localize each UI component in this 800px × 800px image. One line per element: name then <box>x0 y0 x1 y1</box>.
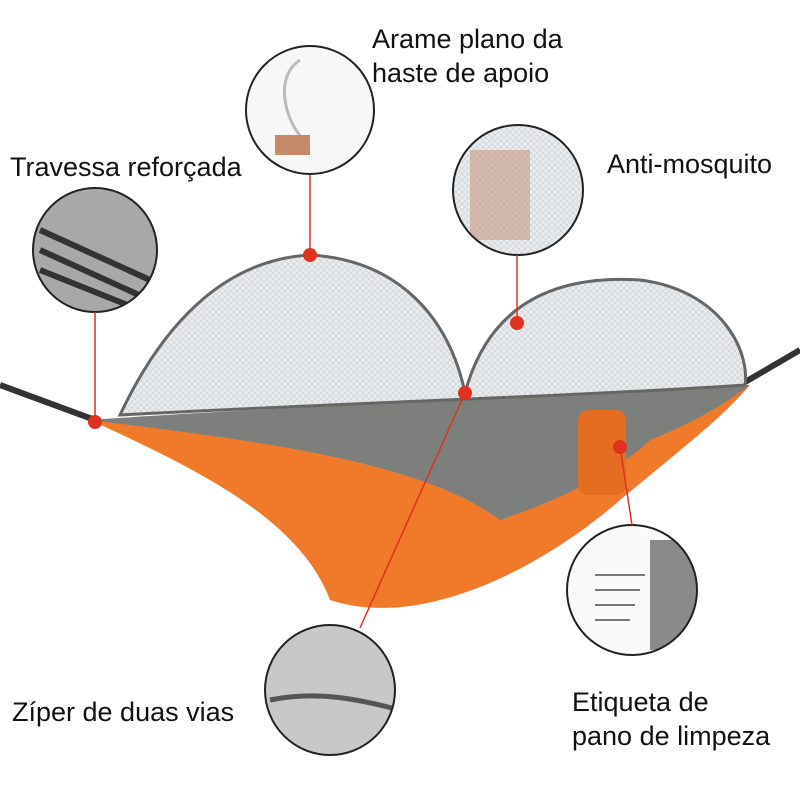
label-zipper: Zíper de duas vias <box>12 697 235 727</box>
hammock-body <box>0 253 800 608</box>
callout-lines <box>94 175 633 629</box>
label-crossbar: Travessa reforçada <box>10 152 242 182</box>
label-mosquito: Anti-mosquito <box>607 149 773 179</box>
marker-dots <box>88 248 627 454</box>
label-wire-line1: Arame plano da <box>372 24 563 54</box>
label-wire: Arame plano da haste de apoio <box>372 22 563 90</box>
label-tag: Etiqueta de pano de limpeza <box>572 685 770 753</box>
label-tag-line1: Etiqueta de <box>572 687 709 717</box>
zoom-circles <box>32 45 698 756</box>
label-wire-line2: haste de apoio <box>372 58 550 88</box>
label-tag-line2: pano de limpeza <box>572 721 771 751</box>
